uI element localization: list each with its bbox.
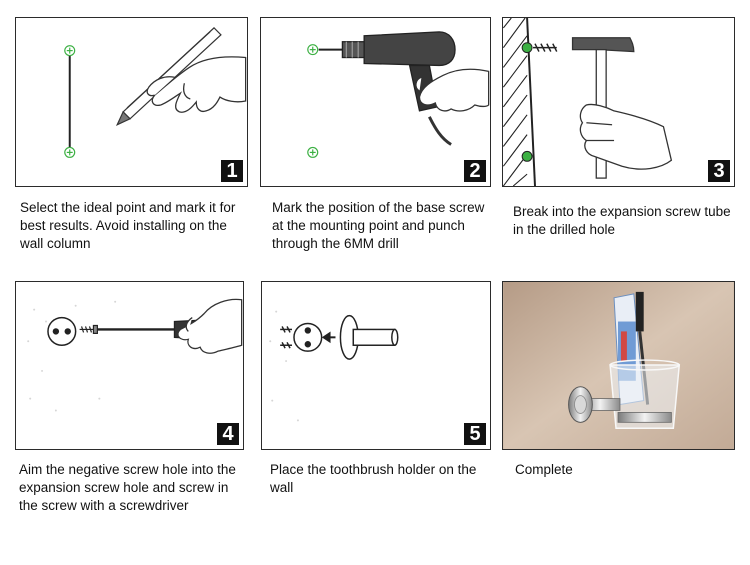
screw [79, 324, 98, 334]
mark-point-bottom [307, 146, 319, 158]
toothbrush-cup-icon [609, 291, 681, 429]
wall-texture [27, 300, 117, 412]
hand-icon [146, 56, 247, 113]
mark-point-top [64, 45, 76, 57]
step-4-panel: 4 [15, 281, 244, 450]
step-1-caption: Select the ideal point and mark it for b… [20, 200, 236, 251]
wall-anchor-hatching [280, 326, 293, 349]
pencil-icon [115, 27, 222, 126]
holder-base-icon [47, 316, 77, 346]
step-3-panel: 3 [502, 17, 735, 187]
step-number-badge: 3 [708, 160, 730, 182]
holder-icon [339, 314, 399, 360]
complete-caption: Complete [515, 462, 573, 477]
hammering-illustration [503, 18, 673, 186]
step-number-badge: 1 [221, 160, 243, 182]
step-1-panel: 1 [15, 17, 248, 187]
wall-texture [269, 310, 299, 422]
pencil-marking-illustration [64, 27, 247, 158]
expansion-tube [533, 43, 558, 52]
step-2-panel: 2 [260, 17, 491, 187]
step-3-caption: Break into the expansion screw tube in t… [513, 204, 731, 237]
placing-holder-illustration [269, 310, 399, 422]
step-2-caption: Mark the position of the base screw at t… [272, 200, 485, 251]
anchor-point-top [521, 42, 533, 54]
holder-base-icon [293, 322, 323, 352]
wall-hatching [503, 18, 536, 186]
wall-mount-icon [568, 386, 621, 423]
hand-icon [415, 68, 490, 112]
step-5-panel: 5 [261, 281, 491, 450]
hand-icon [177, 298, 243, 354]
step-number-badge: 5 [464, 423, 486, 445]
drilling-illustration [307, 31, 490, 158]
screwdriver-illustration [27, 298, 243, 412]
anchor-point-bottom [521, 150, 533, 162]
mark-point-bottom [64, 146, 76, 158]
arrow-icon [321, 331, 336, 344]
step-4-caption: Aim the negative screw hole into the exp… [19, 462, 236, 513]
step-5-caption: Place the toothbrush holder on the wall [270, 462, 477, 495]
completed-photo-panel [502, 281, 735, 450]
step-number-badge: 4 [217, 423, 239, 445]
completed-holder-photo [503, 282, 734, 449]
step-number-badge: 2 [464, 160, 486, 182]
hand-icon [579, 103, 673, 170]
mark-point-top [307, 44, 319, 56]
